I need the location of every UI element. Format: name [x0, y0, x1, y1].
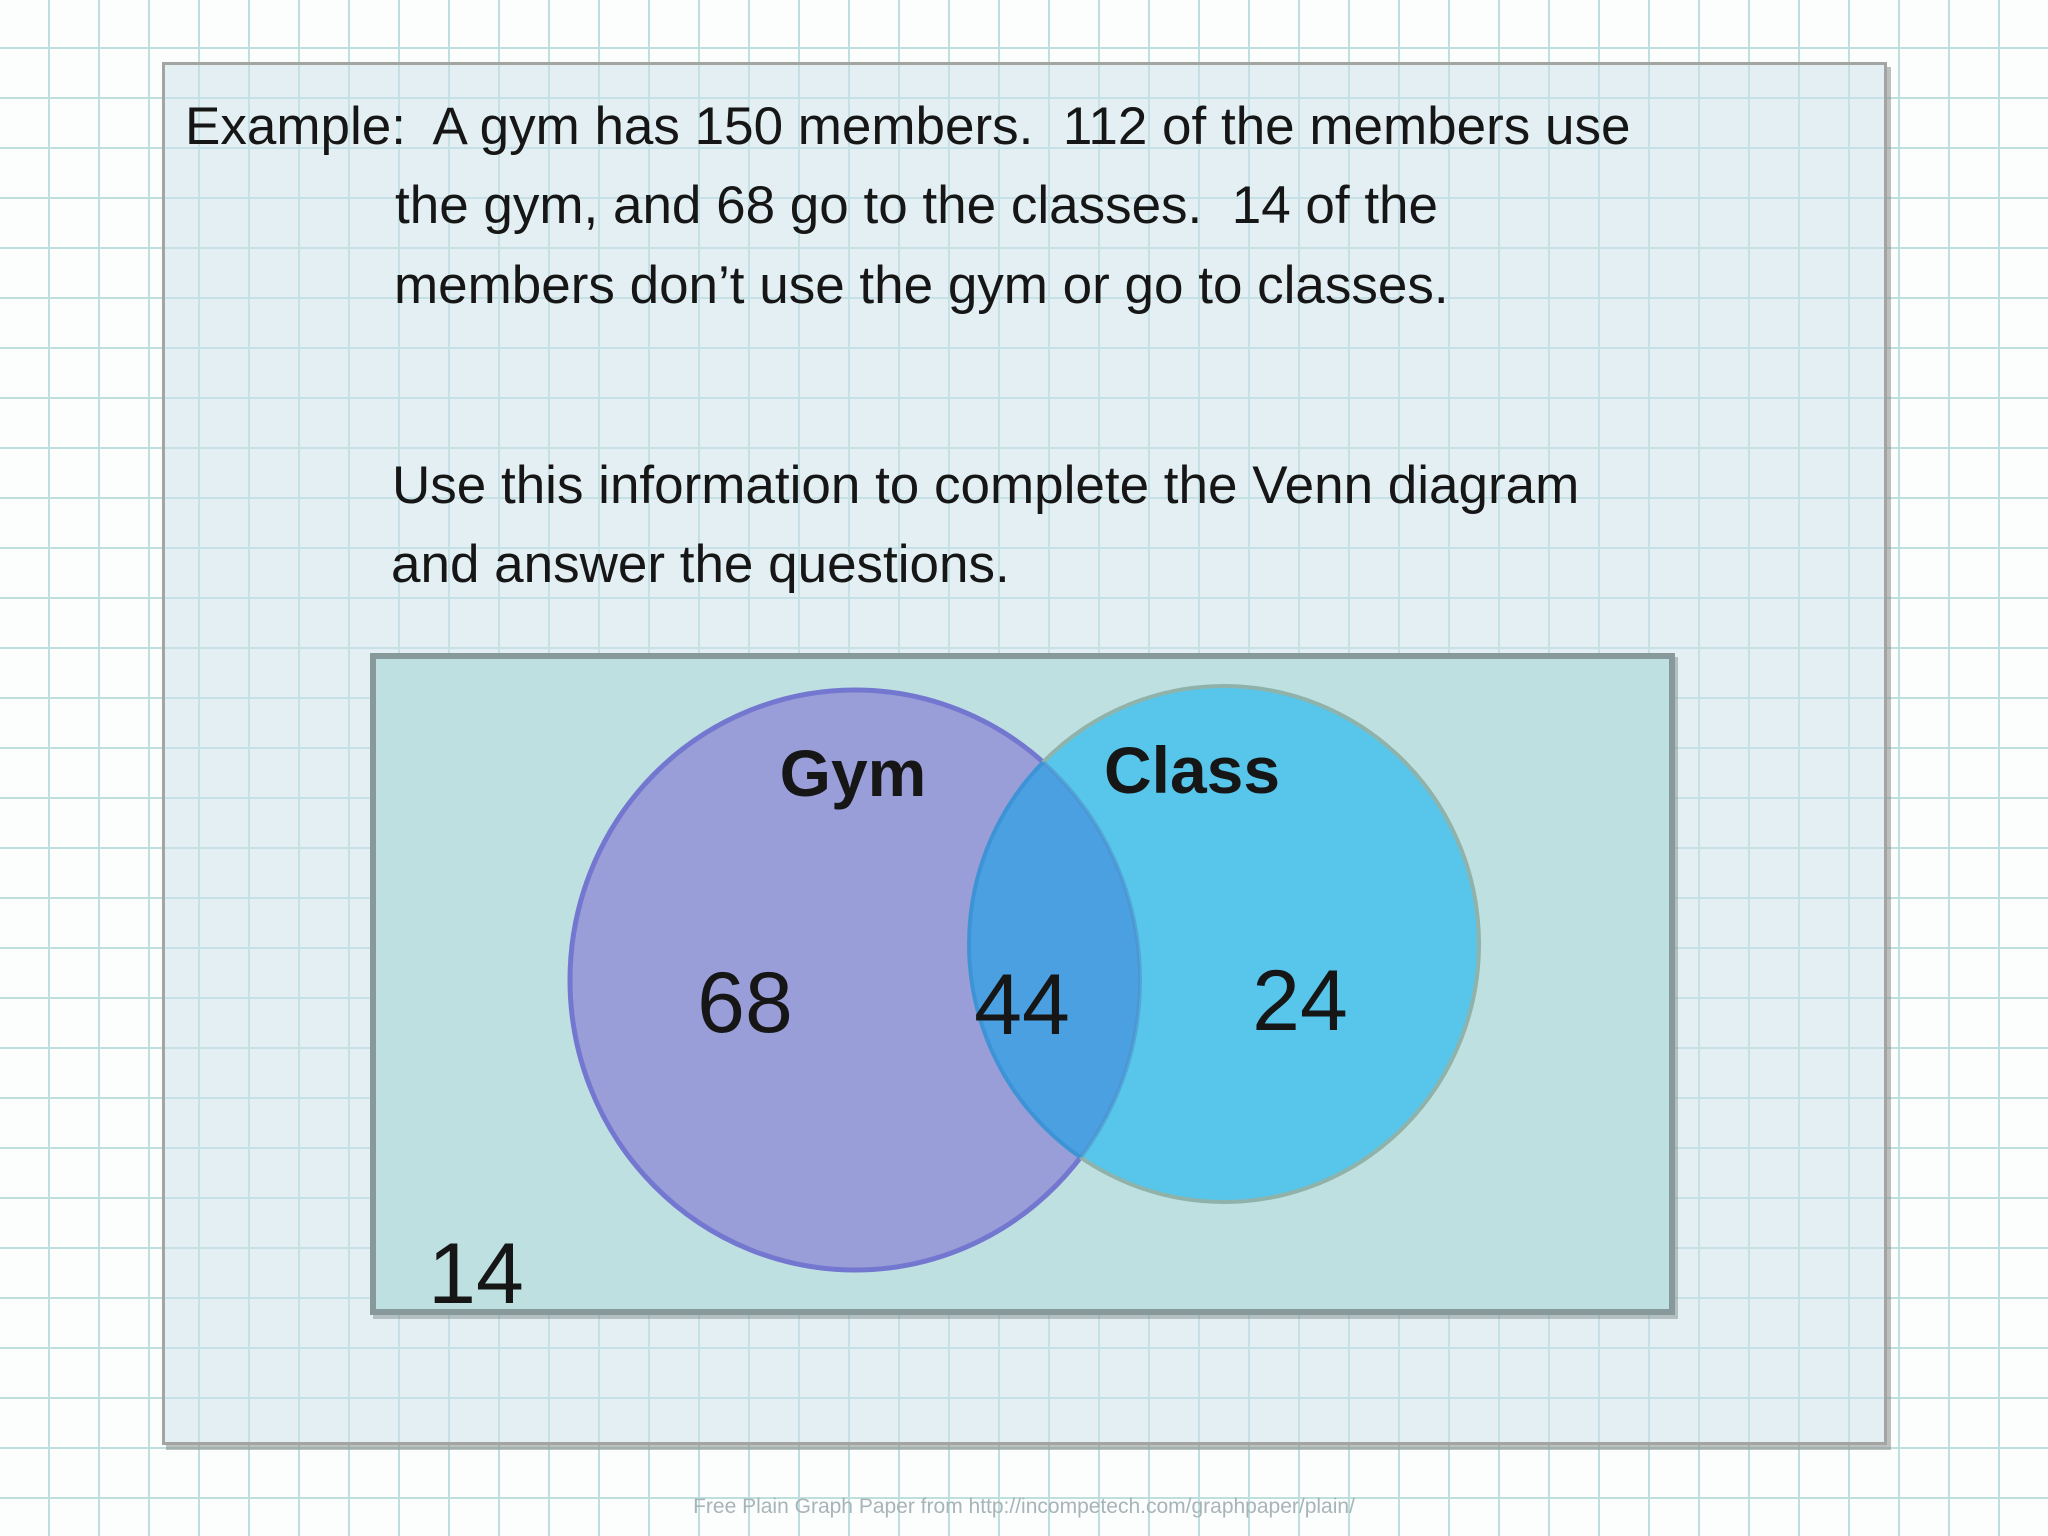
intersection-value: 44 — [974, 957, 1070, 1053]
graph-paper-credit: Free Plain Graph Paper from http://incom… — [693, 1495, 1355, 1518]
problem-line-1: Example: A gym has 150 members. 112 of t… — [185, 97, 1631, 156]
gym-only-value: 68 — [697, 955, 793, 1051]
problem-line-2: the gym, and 68 go to the classes. 14 of… — [395, 176, 1438, 235]
worksheet-slide: Example: A gym has 150 members. 112 of t… — [162, 62, 1887, 1445]
instruction-line-2: and answer the questions. — [391, 535, 1010, 594]
venn-diagram-box: Gym Class 68 44 24 14 — [370, 653, 1675, 1322]
instruction-line-1: Use this information to complete the Ven… — [392, 456, 1580, 515]
neither-value: 14 — [428, 1226, 524, 1322]
intersection-right-edge — [969, 688, 1142, 1202]
class-set-label: Class — [1103, 733, 1281, 807]
problem-line-3: members don’t use the gym or go to class… — [394, 256, 1449, 315]
class-only-value: 24 — [1252, 953, 1348, 1049]
venn-diagram — [567, 684, 1481, 1273]
gym-set-label: Gym — [779, 736, 927, 810]
